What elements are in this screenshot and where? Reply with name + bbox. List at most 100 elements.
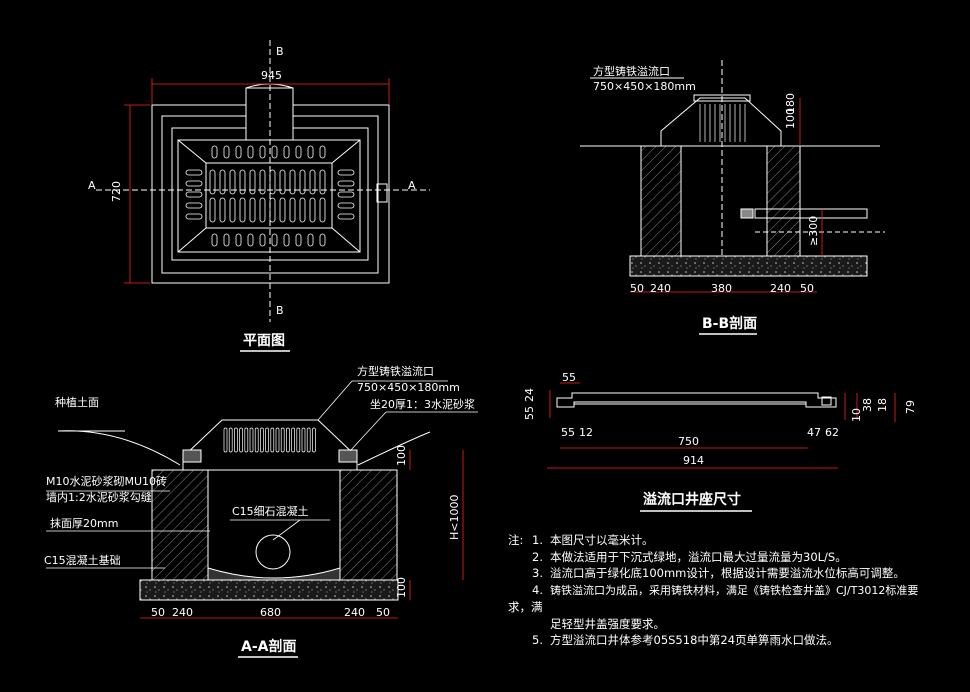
plan-width-dim: 945	[261, 69, 282, 82]
seat-dims	[547, 382, 896, 469]
grate-slot	[211, 145, 218, 159]
grate-slot	[185, 169, 203, 176]
grate-slot	[309, 197, 316, 223]
seat-dim-914: 914	[683, 454, 704, 467]
bb-cover-ribs	[699, 104, 746, 142]
bb-bottom-dim: 380	[711, 282, 732, 295]
note-row-3: 3.溢流口高于绿化底100mm设计，根据设计需要溢流水位标高可调整。	[508, 565, 968, 582]
grate-slot	[295, 145, 302, 159]
cover-rib	[260, 427, 264, 453]
note-row-5: 5.方型溢流口井体参考05S518中第24页单箅雨水口做法。	[508, 632, 968, 649]
bb-dim-100: 100	[784, 108, 797, 129]
aa-bottom-dim: 50	[376, 606, 390, 619]
grate-slot	[337, 180, 355, 187]
grate-slot	[223, 233, 230, 247]
grate-slot	[283, 145, 290, 159]
cover-rib	[223, 427, 228, 453]
grate-slot	[209, 169, 216, 195]
cover-rib	[312, 427, 316, 453]
grate-slot	[229, 197, 236, 223]
section-bb	[580, 60, 885, 277]
note-num: 2.	[532, 549, 543, 564]
grate-slot	[239, 197, 246, 223]
note-wrap-first: 求，满	[508, 600, 543, 614]
grate-slot	[247, 145, 254, 159]
cover-rib	[275, 427, 280, 453]
note-text: 方型溢流口井体参考05S518中第24页单箅雨水口做法。	[550, 633, 839, 647]
aa-bottom-dim: 680	[260, 606, 281, 619]
grate-slot	[337, 191, 355, 198]
grate-slot	[309, 169, 316, 195]
grate-slot	[307, 145, 314, 159]
grate-slot	[235, 233, 242, 247]
note-num: 1.	[532, 533, 543, 547]
plan-height-dim: 720	[110, 181, 123, 202]
note-text: 本图尺寸以毫米计。	[550, 533, 654, 547]
bb-dims	[630, 98, 823, 293]
aa-dim-bottom: 100	[395, 577, 408, 598]
cover-rib	[301, 427, 306, 453]
note-row-4: 4.铸铁溢流口为成品，采用铸铁材料，满足《铸铁检查井盖》CJ/T3012标准要	[508, 582, 968, 600]
cover-rib	[270, 427, 275, 453]
notes-lead: 注:	[508, 533, 524, 547]
grate-slot	[269, 197, 276, 223]
aa-bottom-dim: 240	[344, 606, 365, 619]
aa-dim-top: 100	[395, 445, 408, 466]
bb-title: B-B剖面	[702, 315, 757, 332]
aa-label-mortar: 坐20厚1：3水泥砂浆	[370, 397, 475, 411]
grate-slot	[185, 191, 203, 198]
seat-title: 溢流口井座尺寸	[643, 491, 741, 508]
seat-dim-24-left: 24	[523, 388, 536, 402]
note-text: 铸铁溢流口为成品，采用铸铁材料，满足《铸铁检查井盖》CJ/T3012标准要	[550, 583, 919, 597]
grate-slot	[337, 213, 355, 220]
aa-dims	[140, 450, 464, 619]
grate-slot	[279, 169, 286, 195]
note-row-4-wrap-a: 求，满	[508, 599, 968, 616]
note-wrap-second: 足轻型井盖强度要求。	[550, 616, 665, 631]
grate-slot	[185, 213, 203, 220]
aa-bottom-dim: 50	[151, 606, 165, 619]
cover-rib	[280, 427, 285, 453]
bb-bottom-dim: 240	[770, 282, 791, 295]
cover-rib	[228, 427, 233, 453]
section-aa	[57, 419, 431, 601]
note-row-2: 2.本做法适用于下沉式绿地，溢流口最大过量流量为30L/S。	[508, 549, 968, 566]
grate-slot	[271, 233, 278, 247]
grate-slot	[259, 233, 266, 247]
grate-slot	[223, 145, 230, 159]
aa-cover-ribs	[223, 427, 316, 453]
grate-slot	[229, 169, 236, 195]
seat-dim-38: 38	[861, 398, 874, 412]
plan-section-a-left: A	[88, 179, 96, 192]
seat-dim-18: 18	[876, 398, 889, 412]
seat-dim-750: 750	[678, 435, 699, 448]
seat-dim-47: 47	[807, 426, 821, 439]
bb-bottom-dim: 50	[630, 282, 644, 295]
cover-rib	[265, 427, 269, 453]
seat-dim-62: 62	[825, 426, 839, 439]
aa-label-base: C15混凝土基础	[44, 553, 121, 567]
grate-slot	[337, 202, 355, 209]
bb-dim-180: 180	[784, 93, 797, 114]
grate-slot	[239, 169, 246, 195]
grate-slot	[289, 197, 296, 223]
grate-slot	[319, 145, 326, 159]
plan-dims	[124, 78, 390, 284]
note-row-4-wrap-b: 足轻型井盖强度要求。	[508, 616, 968, 633]
grate-slot	[219, 169, 226, 195]
plan-section-b-top: B	[276, 45, 284, 58]
aa-label-plaster: 抹面厚20mm	[50, 517, 118, 530]
grate-slot	[337, 169, 355, 176]
bb-bottom-dim: 240	[650, 282, 671, 295]
aa-leaders	[46, 380, 478, 569]
grate-slot	[259, 197, 266, 223]
plan-section-b-bottom: B	[276, 304, 284, 317]
cover-rib	[239, 427, 243, 453]
plan-grate-slots	[185, 145, 355, 247]
grate-slot	[211, 233, 218, 247]
grate-slot	[269, 169, 276, 195]
seat-dim-55-left: 55	[523, 406, 536, 420]
aa-label-fill: C15细石混凝土	[232, 504, 309, 518]
grate-slot	[283, 233, 290, 247]
